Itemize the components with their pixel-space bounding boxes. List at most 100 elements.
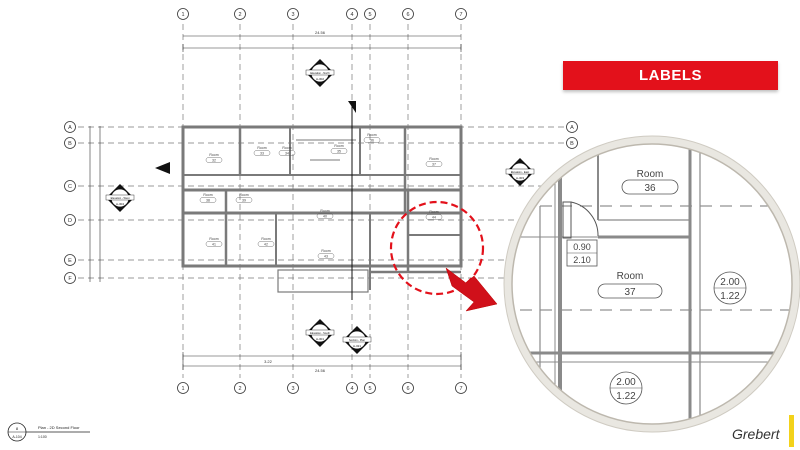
column-bubble-3: 3 xyxy=(287,382,299,394)
mag-room-37-name: Room xyxy=(617,271,644,282)
column-bubble-4: 4 xyxy=(346,382,358,394)
bottom-dimension-lines xyxy=(182,352,462,370)
plan-room-tag: Room 41 xyxy=(205,237,223,247)
column-bubble-2: 2 xyxy=(234,382,246,394)
row-bubble-D: D xyxy=(64,214,76,226)
column-bubble-label: 3 xyxy=(291,12,294,18)
row-bubble-A: A xyxy=(64,121,76,133)
bottom-sub-dimension: 3.22 xyxy=(264,359,273,364)
column-bubble-label: 1 xyxy=(181,386,184,392)
row-bubble-C: C xyxy=(64,180,76,192)
column-bubble-6: 6 xyxy=(402,8,414,20)
column-bubble-label: 4 xyxy=(350,386,353,392)
view-title-block: 8 A-104 Plan - 2D Second Floor 1:100 xyxy=(7,422,90,442)
highlight-circle xyxy=(389,200,485,296)
bottom-total-dimension: 24.56 xyxy=(315,368,326,373)
mag-room-36-number-frame xyxy=(621,179,679,195)
column-bubble-2: 2 xyxy=(234,8,246,20)
column-bubble-label: 5 xyxy=(368,386,371,392)
callout-arrow xyxy=(445,267,498,312)
column-bubble-6: 6 xyxy=(402,382,414,394)
plan-room-tag: Room 32 xyxy=(205,153,223,163)
mag-room-37-number: 37 xyxy=(624,287,636,298)
mag-room-37-number-frame xyxy=(597,283,663,299)
section-arrow xyxy=(155,162,170,174)
row-bubble-B: B xyxy=(566,137,578,149)
view-number: 8 xyxy=(16,426,19,431)
plan-room-tag: Room 39 xyxy=(235,193,253,203)
column-bubble-5: 5 xyxy=(364,382,376,394)
elevation-title: Section - Plan xyxy=(349,338,366,342)
plan-room-name: Room xyxy=(209,153,218,157)
elevation-sheet: A-303 xyxy=(516,176,524,180)
plan-room-name: Room xyxy=(321,249,330,253)
plan-room-number: 33 xyxy=(260,152,264,156)
mag-door-tag-bottom: 2.10 xyxy=(573,255,591,265)
plan-room-number: 39 xyxy=(242,199,246,203)
row-bubble-label: A xyxy=(570,125,574,131)
row-bubble-label: D xyxy=(68,218,72,224)
row-bubble-label: B xyxy=(570,141,574,147)
plan-room-name: Room xyxy=(429,157,438,161)
building-walls xyxy=(181,125,463,293)
elevation-title: Elevation - East xyxy=(511,170,529,174)
plan-room-number: 36 xyxy=(370,139,374,143)
column-bubble-label: 7 xyxy=(459,386,462,392)
row-bubble-label: E xyxy=(68,258,72,264)
view-name: Plan - 2D Second Floor xyxy=(38,425,80,430)
mag-window-tag-bottom-top: 2.00 xyxy=(616,377,636,388)
row-bubble-E: E xyxy=(64,254,76,266)
left-dimension-lines xyxy=(89,126,101,282)
column-bubble-5: 5 xyxy=(364,8,376,20)
elevation-sheet: A-301 xyxy=(316,337,324,341)
plan-room-tag: Room 44 xyxy=(425,210,443,220)
top-dimension-lines xyxy=(182,35,462,52)
column-bubble-label: 6 xyxy=(406,12,409,18)
view-sheet: A-104 xyxy=(12,435,21,439)
mag-room-36-number: 36 xyxy=(644,183,656,194)
plan-room-number: 41 xyxy=(212,243,216,247)
plan-room-number: 32 xyxy=(212,159,216,163)
column-bubble-label: 3 xyxy=(291,386,294,392)
row-grid-bubbles: AABBCCDDEEFF xyxy=(64,121,578,284)
plan-room-name: Room xyxy=(429,210,438,214)
mag-door-tag-top: 0.90 xyxy=(573,242,591,252)
plan-room-number: 40 xyxy=(323,215,327,219)
row-bubble-A: A xyxy=(566,121,578,133)
plan-room-name: Room xyxy=(239,193,248,197)
magnifier-lens: Room 36 0.90 2.10 Room 37 2.00 1.22 2.00… xyxy=(503,135,800,433)
grid-lines xyxy=(78,24,565,378)
row-bubble-B: B xyxy=(64,137,76,149)
mag-window-tag-right-bottom: 1.22 xyxy=(720,291,740,302)
view-scale: 1:100 xyxy=(38,435,47,439)
column-bubble-7: 7 xyxy=(455,382,467,394)
row-bubble-F: F xyxy=(64,272,76,284)
column-bubble-label: 6 xyxy=(406,386,409,392)
elevation-title: Elevation - West xyxy=(111,196,130,200)
column-bubble-1: 1 xyxy=(177,382,189,394)
plan-room-number: 44 xyxy=(432,216,436,220)
mag-room-36-name: Room xyxy=(637,169,664,180)
column-bubble-label: 4 xyxy=(350,12,353,18)
brand-accent-bar xyxy=(789,415,794,447)
column-bubble-4: 4 xyxy=(346,8,358,20)
elevation-sheet: A-302 xyxy=(316,77,324,81)
column-bubble-1: 1 xyxy=(177,8,189,20)
mag-window-tag-bottom-bottom: 1.22 xyxy=(616,391,636,402)
plan-room-name: Room xyxy=(209,237,218,241)
elevation-sheet: A-304 xyxy=(116,202,124,206)
row-bubble-label: C xyxy=(68,184,72,190)
